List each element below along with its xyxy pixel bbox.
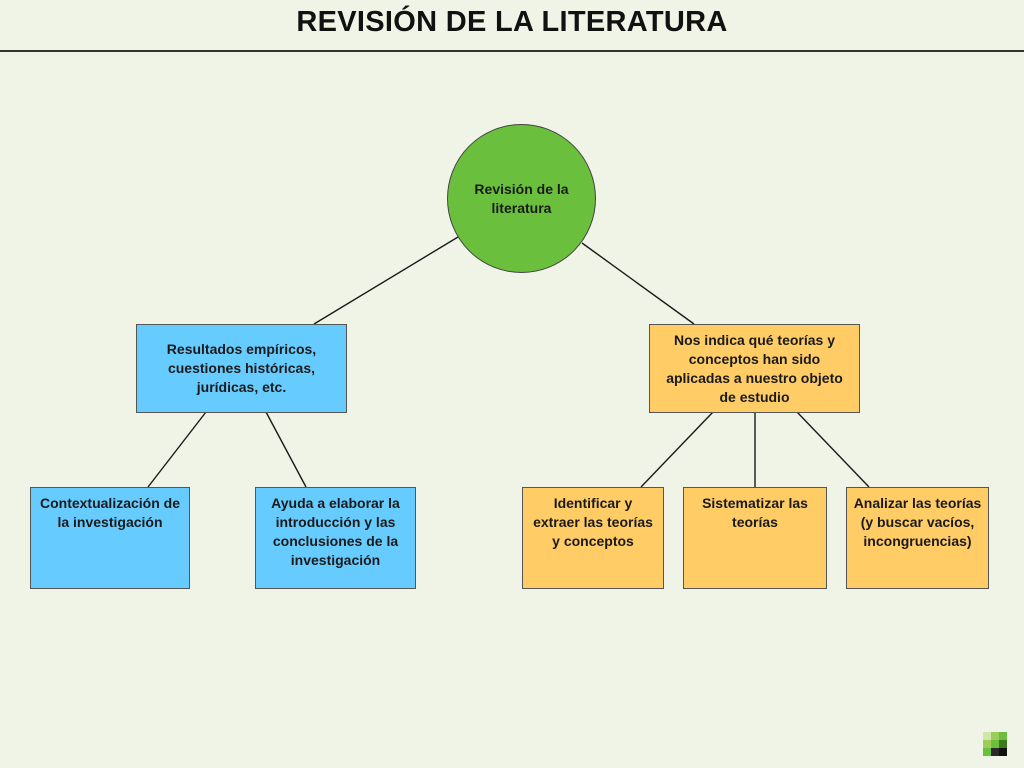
branch-node-empirical-results: Resultados empíricos, cuestiones históri… <box>136 324 347 413</box>
connector-root-to-right-branch <box>581 242 695 325</box>
leaf-node-label: Sistematizar las teorías <box>702 495 808 530</box>
branch-node-theories-concepts: Nos indica qué teorías y conceptos han s… <box>649 324 860 413</box>
branch-node-label: Resultados empíricos, cuestiones históri… <box>166 341 317 395</box>
leaf-node-identify-extract: Identificar y extraer las teorías y conc… <box>522 487 664 589</box>
leaf-node-label: Identificar y extraer las teorías y conc… <box>533 495 653 549</box>
leaf-node-systematize: Sistematizar las teorías <box>683 487 827 589</box>
connector-right-branch-to-leaf-1 <box>640 411 714 488</box>
leaf-node-introduction-conclusions: Ayuda a elaborar la introducción y las c… <box>255 487 416 589</box>
corner-logo-icon <box>983 732 1007 756</box>
leaf-node-analyze: Analizar las teorías (y buscar vacíos, i… <box>846 487 989 589</box>
root-node: Revisión de la literatura <box>447 124 596 273</box>
title-divider <box>0 50 1024 52</box>
branch-node-label: Nos indica qué teorías y conceptos han s… <box>666 331 843 405</box>
leaf-node-label: Ayuda a elaborar la introducción y las c… <box>271 495 400 568</box>
leaf-node-label: Analizar las teorías (y buscar vacíos, i… <box>853 495 982 549</box>
root-node-label: Revisión de la literatura <box>474 180 569 216</box>
connector-root-to-left-branch <box>313 236 459 325</box>
leaf-node-contextualization: Contextualización de la investigación <box>30 487 190 589</box>
leaf-node-label: Contextualización de la investigación <box>39 495 181 530</box>
connector-left-branch-to-leaf-1 <box>147 411 207 488</box>
connector-left-branch-to-leaf-2 <box>265 411 307 488</box>
slide-title: REVISIÓN DE LA LITERATURA <box>296 6 728 38</box>
connector-right-branch-to-leaf-3 <box>796 411 870 488</box>
